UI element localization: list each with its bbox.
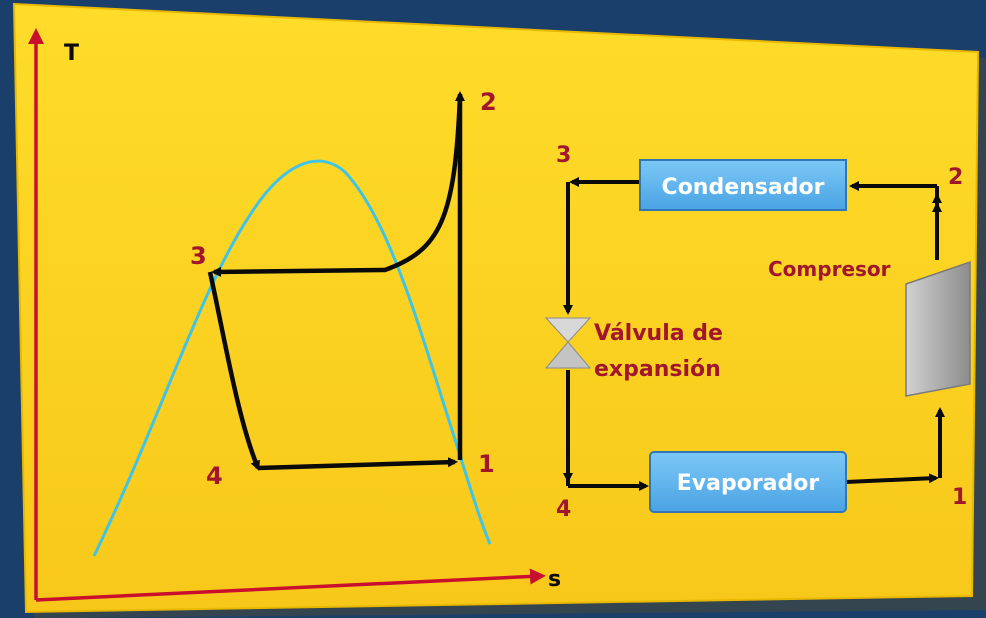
ts-point-3: 3 [190, 242, 207, 270]
expansion-valve-icon [544, 317, 592, 369]
evaporator-label: Evaporador [677, 471, 820, 496]
valve-label-line2: expansión [594, 357, 721, 382]
condenser-label: Condensador [662, 175, 825, 200]
t-axis-label: T [64, 41, 79, 66]
cycle-point-4: 4 [556, 497, 571, 522]
pipe-evaporator-to-1 [845, 473, 939, 484]
ts-point-4: 4 [206, 462, 223, 490]
ts-point-1: 1 [478, 450, 495, 478]
saturation-dome [92, 159, 492, 557]
ts-point-2: 2 [480, 88, 497, 116]
evaporator-box [649, 451, 847, 513]
cycle-point-1: 1 [952, 485, 967, 510]
ts-process-3-4 [207, 271, 261, 471]
cycle-point-2: 2 [948, 165, 963, 190]
ts-process-2-3 [211, 94, 463, 277]
s-axis [35, 568, 546, 602]
ts-process-4-1 [257, 457, 458, 471]
compressor-shape [905, 260, 971, 397]
cycle-point-3: 3 [556, 143, 571, 168]
s-axis-label: s [548, 567, 561, 592]
valve-label-line1: Válvula de [594, 321, 723, 346]
compressor-label: Compresor [768, 257, 891, 281]
condenser-box [639, 159, 847, 211]
